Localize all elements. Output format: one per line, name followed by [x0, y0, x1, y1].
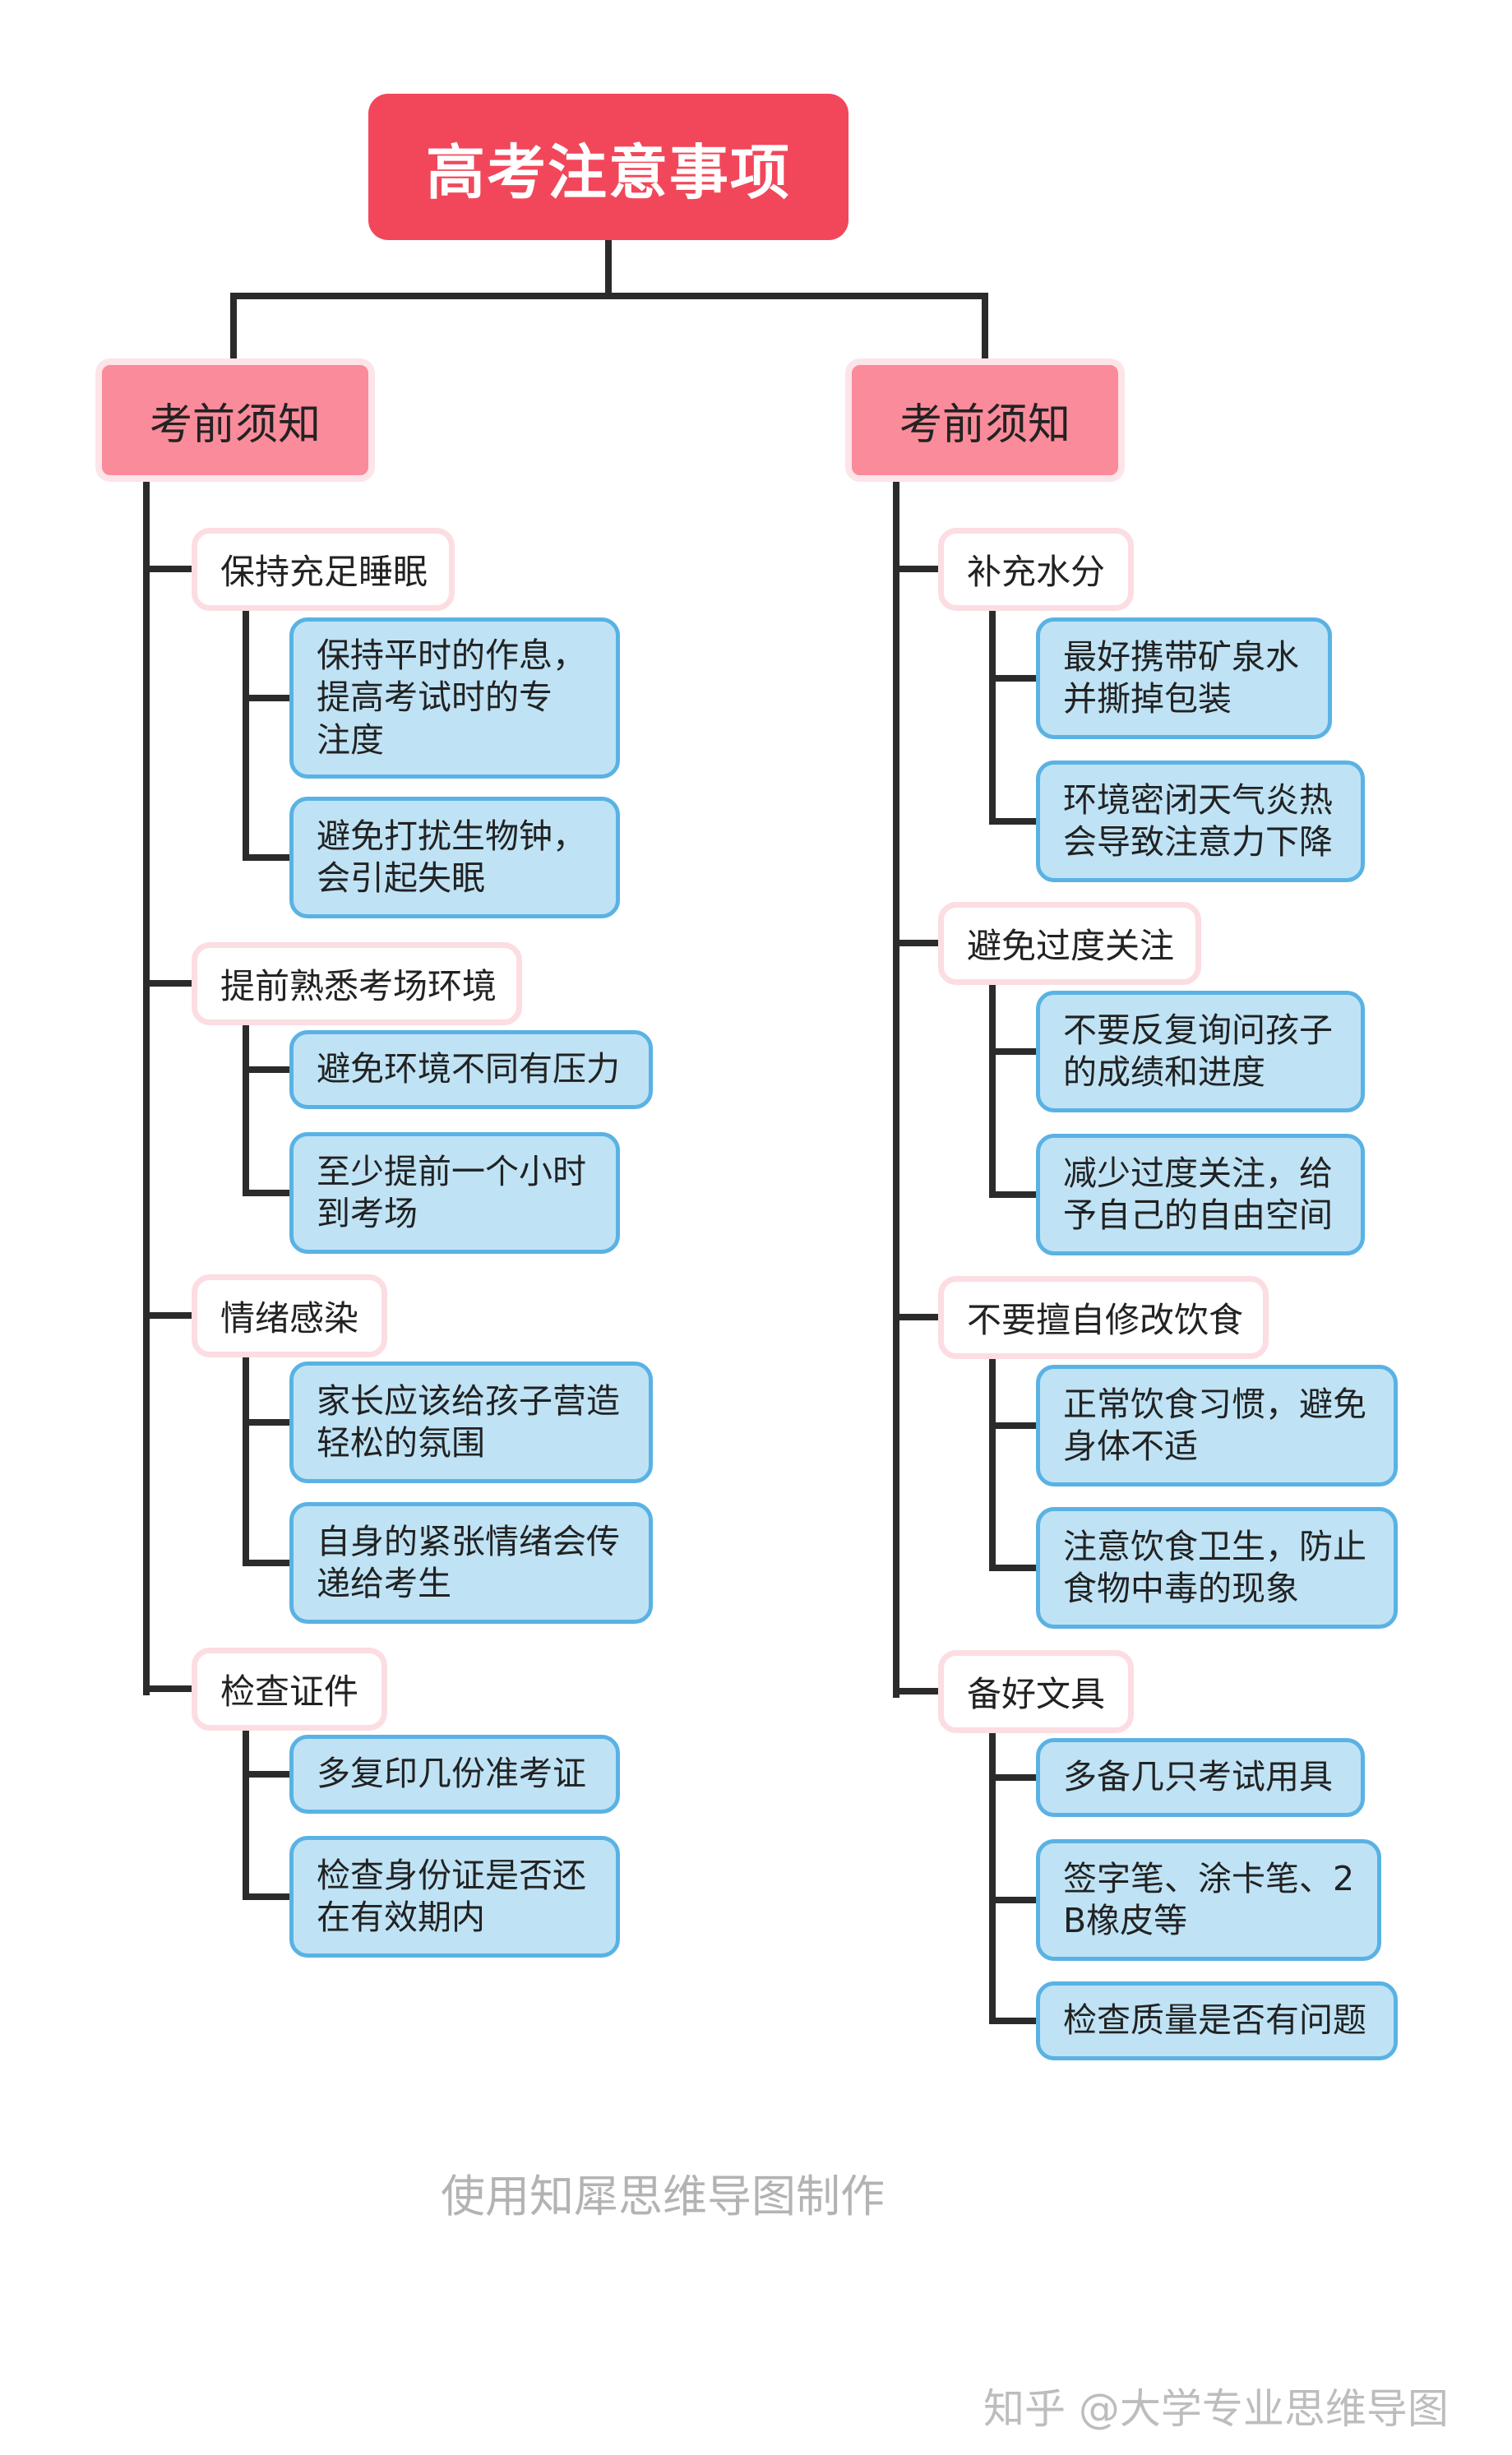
topic-node-exam-environment[interactable]: 提前熟悉考场环境 [192, 942, 522, 1025]
topic-node-emotion[interactable]: 情绪感染 [192, 1274, 387, 1357]
leaf-node[interactable]: 减少过度关注，给 予自己的自由空间 [1036, 1134, 1365, 1255]
leaf-node[interactable]: 签字笔、涂卡笔、2 B橡皮等 [1036, 1839, 1381, 1961]
leaf-node[interactable]: 保持平时的作息， 提高考试时的专 注度 [289, 617, 620, 779]
topic-node-diet[interactable]: 不要擅自修改饮食 [938, 1276, 1269, 1359]
leaf-node[interactable]: 不要反复询问孩子 的成绩和进度 [1036, 991, 1365, 1112]
branch-node-right[interactable]: 考前须知 [845, 358, 1125, 482]
topic-node-avoid-overattention[interactable]: 避免过度关注 [938, 902, 1201, 985]
leaf-node[interactable]: 避免打扰生物钟， 会引起失眠 [289, 797, 620, 918]
root-node[interactable]: 高考注意事项 [368, 94, 848, 240]
topic-node-stationery[interactable]: 备好文具 [938, 1650, 1134, 1733]
leaf-node[interactable]: 自身的紧张情绪会传 递给考生 [289, 1502, 653, 1624]
site-watermark: 知乎 @大学专业思维导图 [983, 2385, 1449, 2433]
branch-node-left[interactable]: 考前须知 [95, 358, 375, 482]
leaf-node[interactable]: 注意饮食卫生，防止 食物中毒的现象 [1036, 1507, 1398, 1629]
leaf-node[interactable]: 家长应该给孩子营造 轻松的氛围 [289, 1362, 653, 1483]
topic-node-documents[interactable]: 检查证件 [192, 1648, 387, 1731]
leaf-node[interactable]: 检查质量是否有问题 [1036, 1981, 1398, 2060]
app-watermark: 使用知犀思维导图制作 [441, 2171, 885, 2222]
leaf-node[interactable]: 正常饮食习惯，避免 身体不适 [1036, 1365, 1398, 1486]
topic-node-sleep[interactable]: 保持充足睡眠 [192, 528, 455, 611]
leaf-node[interactable]: 环境密闭天气炎热 会导致注意力下降 [1036, 761, 1365, 882]
leaf-node[interactable]: 避免环境不同有压力 [289, 1030, 653, 1109]
leaf-node[interactable]: 检查身份证是否还 在有效期内 [289, 1836, 620, 1958]
leaf-node[interactable]: 最好携带矿泉水 并撕掉包装 [1036, 617, 1332, 739]
leaf-node[interactable]: 多复印几份准考证 [289, 1735, 620, 1814]
leaf-node[interactable]: 多备几只考试用具 [1036, 1738, 1365, 1817]
topic-node-hydration[interactable]: 补充水分 [938, 528, 1134, 611]
leaf-node[interactable]: 至少提前一个小时 到考场 [289, 1132, 620, 1254]
